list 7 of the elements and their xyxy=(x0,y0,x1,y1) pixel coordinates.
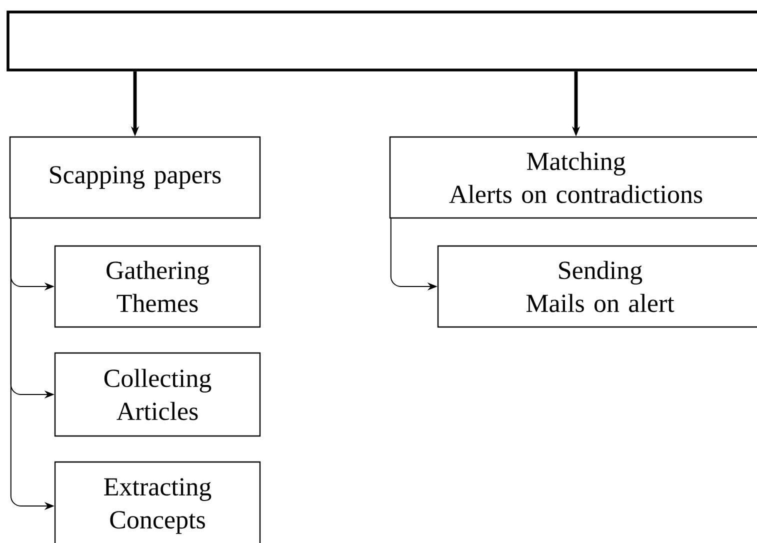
process-box: Scapping papers xyxy=(9,136,261,219)
process-box: Matching Alerts on contradictions xyxy=(389,136,757,219)
process-box: Sending Mails on alert xyxy=(437,245,757,328)
process-box: Gathering Themes xyxy=(54,245,261,328)
process-box: Extracting Concepts xyxy=(54,461,261,543)
process-box: Collecting Articles xyxy=(54,352,261,437)
header-box xyxy=(6,10,757,72)
